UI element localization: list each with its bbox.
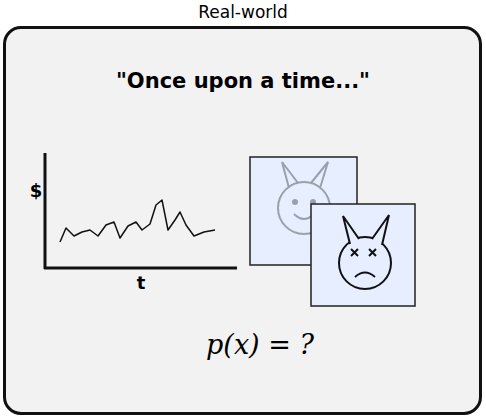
- prompt-text: "Once upon a time...": [116, 69, 370, 93]
- panel-heading: Real-world: [198, 2, 288, 22]
- y-axis: [44, 153, 47, 269]
- image-frame: [250, 157, 357, 265]
- axis-label: t: [137, 272, 146, 293]
- image-frame: [311, 204, 415, 306]
- axis-label: $: [30, 180, 43, 201]
- panel-box: Real-world"Once upon a time..."p(x) = ?: [3, 26, 482, 415]
- cat-face: [278, 162, 330, 234]
- math-expression: p(x) = ?: [206, 329, 314, 360]
- x-axis: [44, 267, 237, 270]
- price-line: [60, 200, 215, 242]
- cat-face: [339, 215, 391, 289]
